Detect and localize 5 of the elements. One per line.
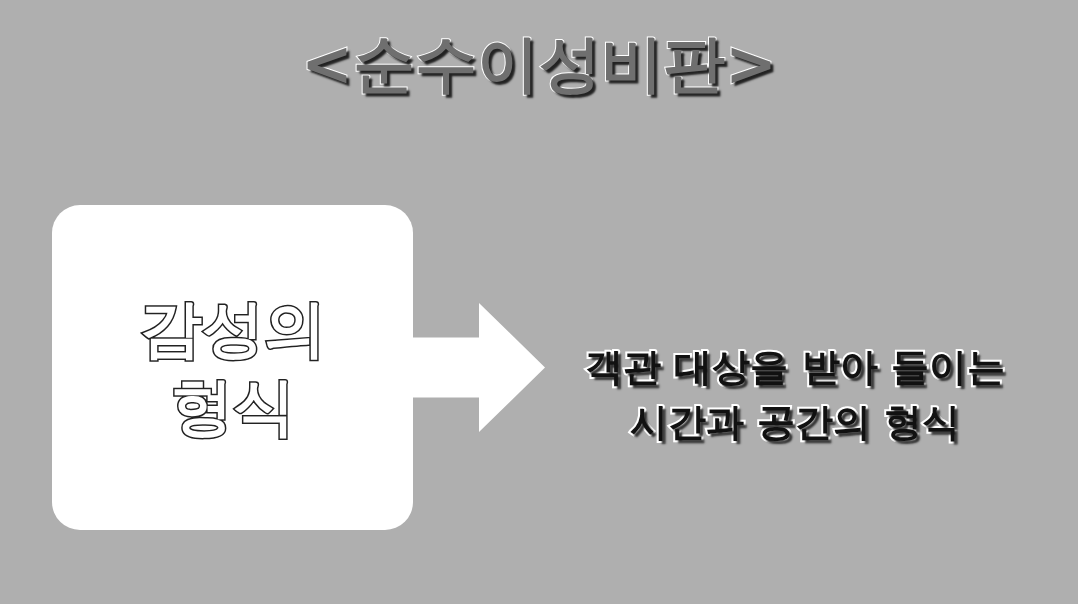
title: <순수이성비판> (300, 26, 778, 102)
block-arrow (413, 303, 545, 432)
description-text: 객관 대상을 받아 들이는 시간과 공간의 형식 (584, 343, 1006, 446)
rounded-box (52, 205, 413, 530)
box-label: 감성의 형식 (138, 291, 327, 445)
